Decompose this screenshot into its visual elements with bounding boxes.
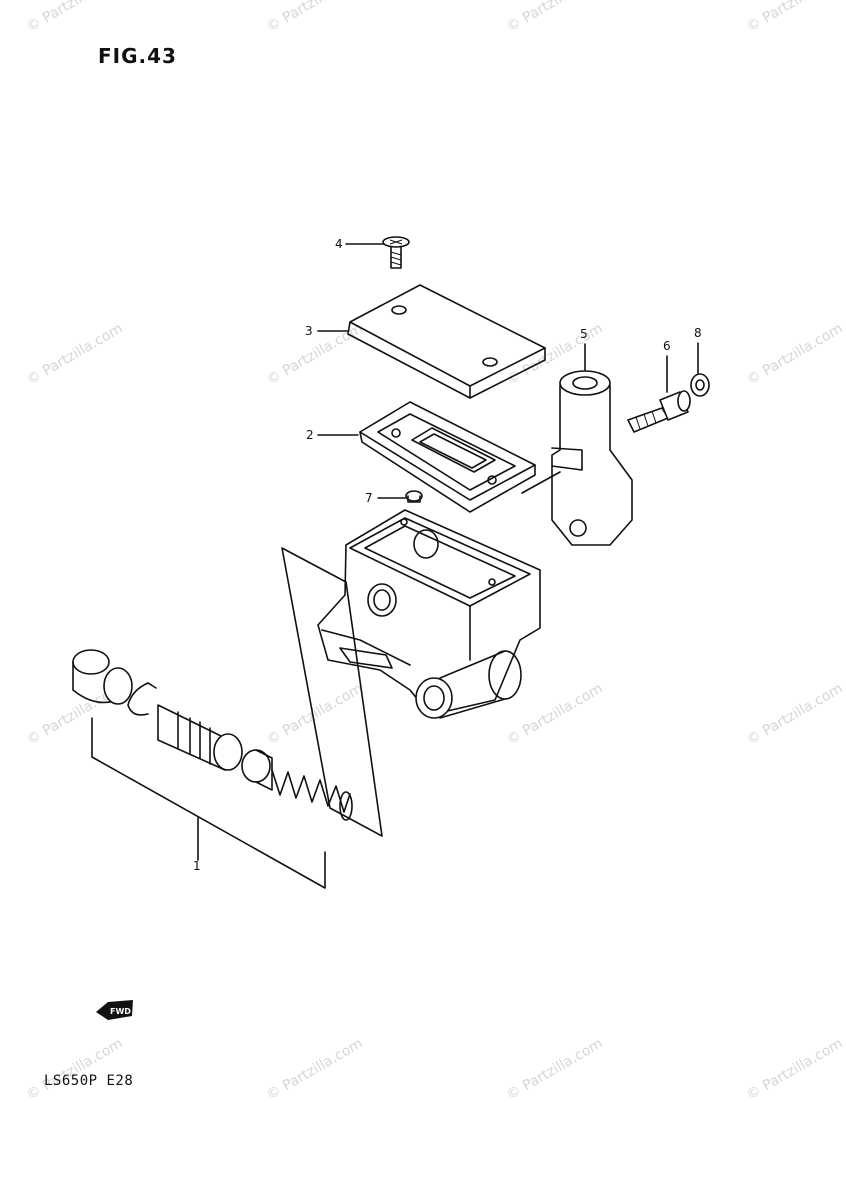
callout-layer: 4 3 2 7 5 6 8 1 xyxy=(193,237,702,873)
watermark: © Partzilla.com xyxy=(744,321,846,389)
forward-direction-badge: FWD xyxy=(96,1000,133,1020)
watermark: © Partzilla.com xyxy=(264,321,366,389)
callout-1: 1 xyxy=(193,859,201,873)
watermark: © Partzilla.com xyxy=(744,1036,846,1104)
part-2-diaphragm xyxy=(359,401,536,513)
watermark: © Partzilla.com xyxy=(264,0,366,35)
callout-6: 6 xyxy=(663,339,671,353)
watermark: © Partzilla.com xyxy=(24,321,126,389)
part-7-plug xyxy=(405,490,423,503)
watermark: © Partzilla.com xyxy=(504,1036,606,1104)
part-1-piston-assembly xyxy=(72,547,383,889)
forward-badge-text: FWD xyxy=(110,1007,131,1016)
watermark: © Partzilla.com xyxy=(744,681,846,749)
watermark: © Partzilla.com xyxy=(504,0,606,35)
figure-title: FIG.43 xyxy=(98,44,177,68)
callout-4: 4 xyxy=(335,237,343,251)
part-8-nut xyxy=(690,373,710,397)
part-3-reservoir-cap xyxy=(347,284,546,399)
watermark: © Partzilla.com xyxy=(264,681,366,749)
watermark: © Partzilla.com xyxy=(504,681,606,749)
watermark: © Partzilla.com xyxy=(264,1036,366,1104)
callout-2: 2 xyxy=(306,428,314,442)
watermark: © Partzilla.com xyxy=(24,0,126,35)
callout-3: 3 xyxy=(305,324,313,338)
watermark: © Partzilla.com xyxy=(744,0,846,35)
master-cylinder-body xyxy=(317,509,541,719)
watermark: © Partzilla.com xyxy=(24,1036,126,1104)
part-4-screw xyxy=(382,236,410,269)
callout-8: 8 xyxy=(694,326,702,340)
callout-7: 7 xyxy=(365,491,373,505)
callout-5: 5 xyxy=(580,327,588,341)
part-5-holder xyxy=(521,370,633,546)
part-6-bolt xyxy=(627,390,691,433)
model-code-label: LS650P E28 xyxy=(44,1073,134,1089)
